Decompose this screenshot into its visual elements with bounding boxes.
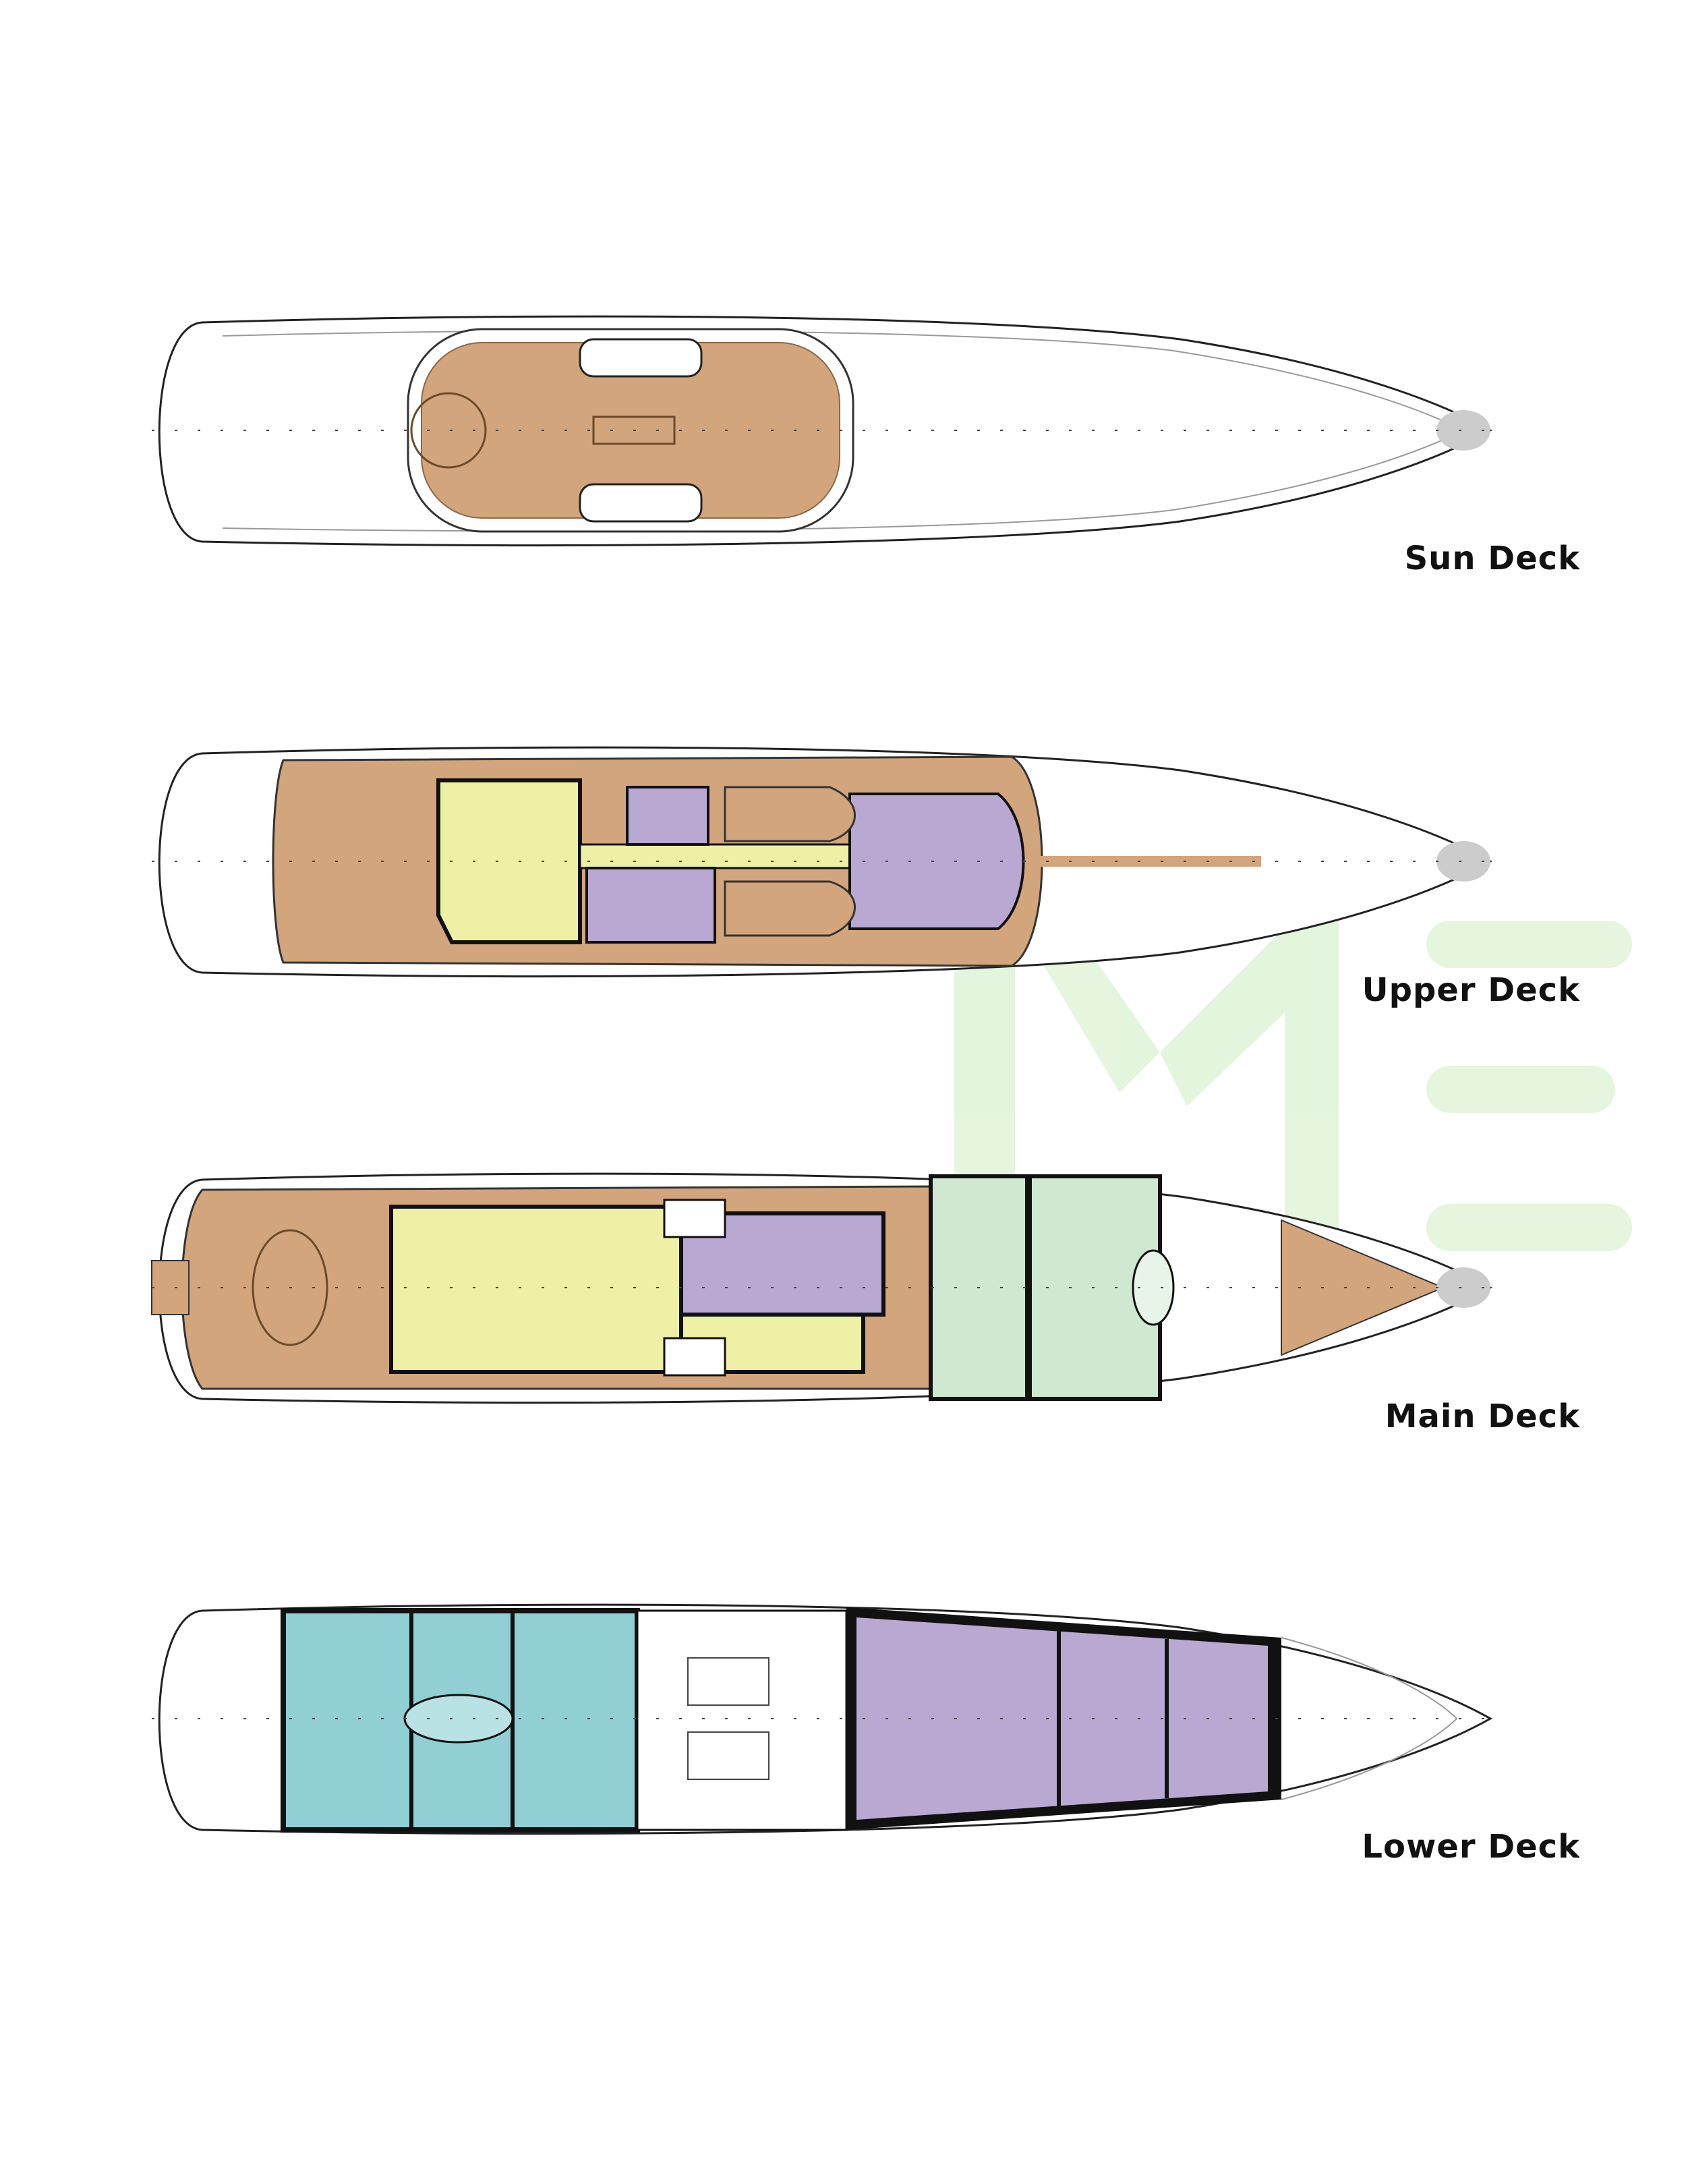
- upper-deck-plan: [152, 746, 1497, 978]
- owner-stateroom: [929, 1174, 1162, 1401]
- engine-room: [636, 1609, 848, 1831]
- watermark-logo: [954, 917, 1632, 1251]
- lower-deck-plan: [152, 1603, 1497, 1835]
- sun-deck-plan: [152, 315, 1497, 547]
- crew-quarters: [856, 1617, 1268, 1820]
- skylounge: [436, 778, 582, 944]
- foredeck: [1281, 1219, 1445, 1356]
- deck-label-sun: Sun Deck: [1404, 540, 1580, 577]
- deck-label-lower: Lower Deck: [1362, 1828, 1580, 1866]
- deck-label-upper: Upper Deck: [1362, 971, 1580, 1009]
- main-saloon: [389, 1205, 683, 1374]
- deck-label-main: Main Deck: [1385, 1398, 1580, 1435]
- main-deck-plan: [151, 1172, 1497, 1404]
- owner-suite-upper: [848, 793, 1025, 930]
